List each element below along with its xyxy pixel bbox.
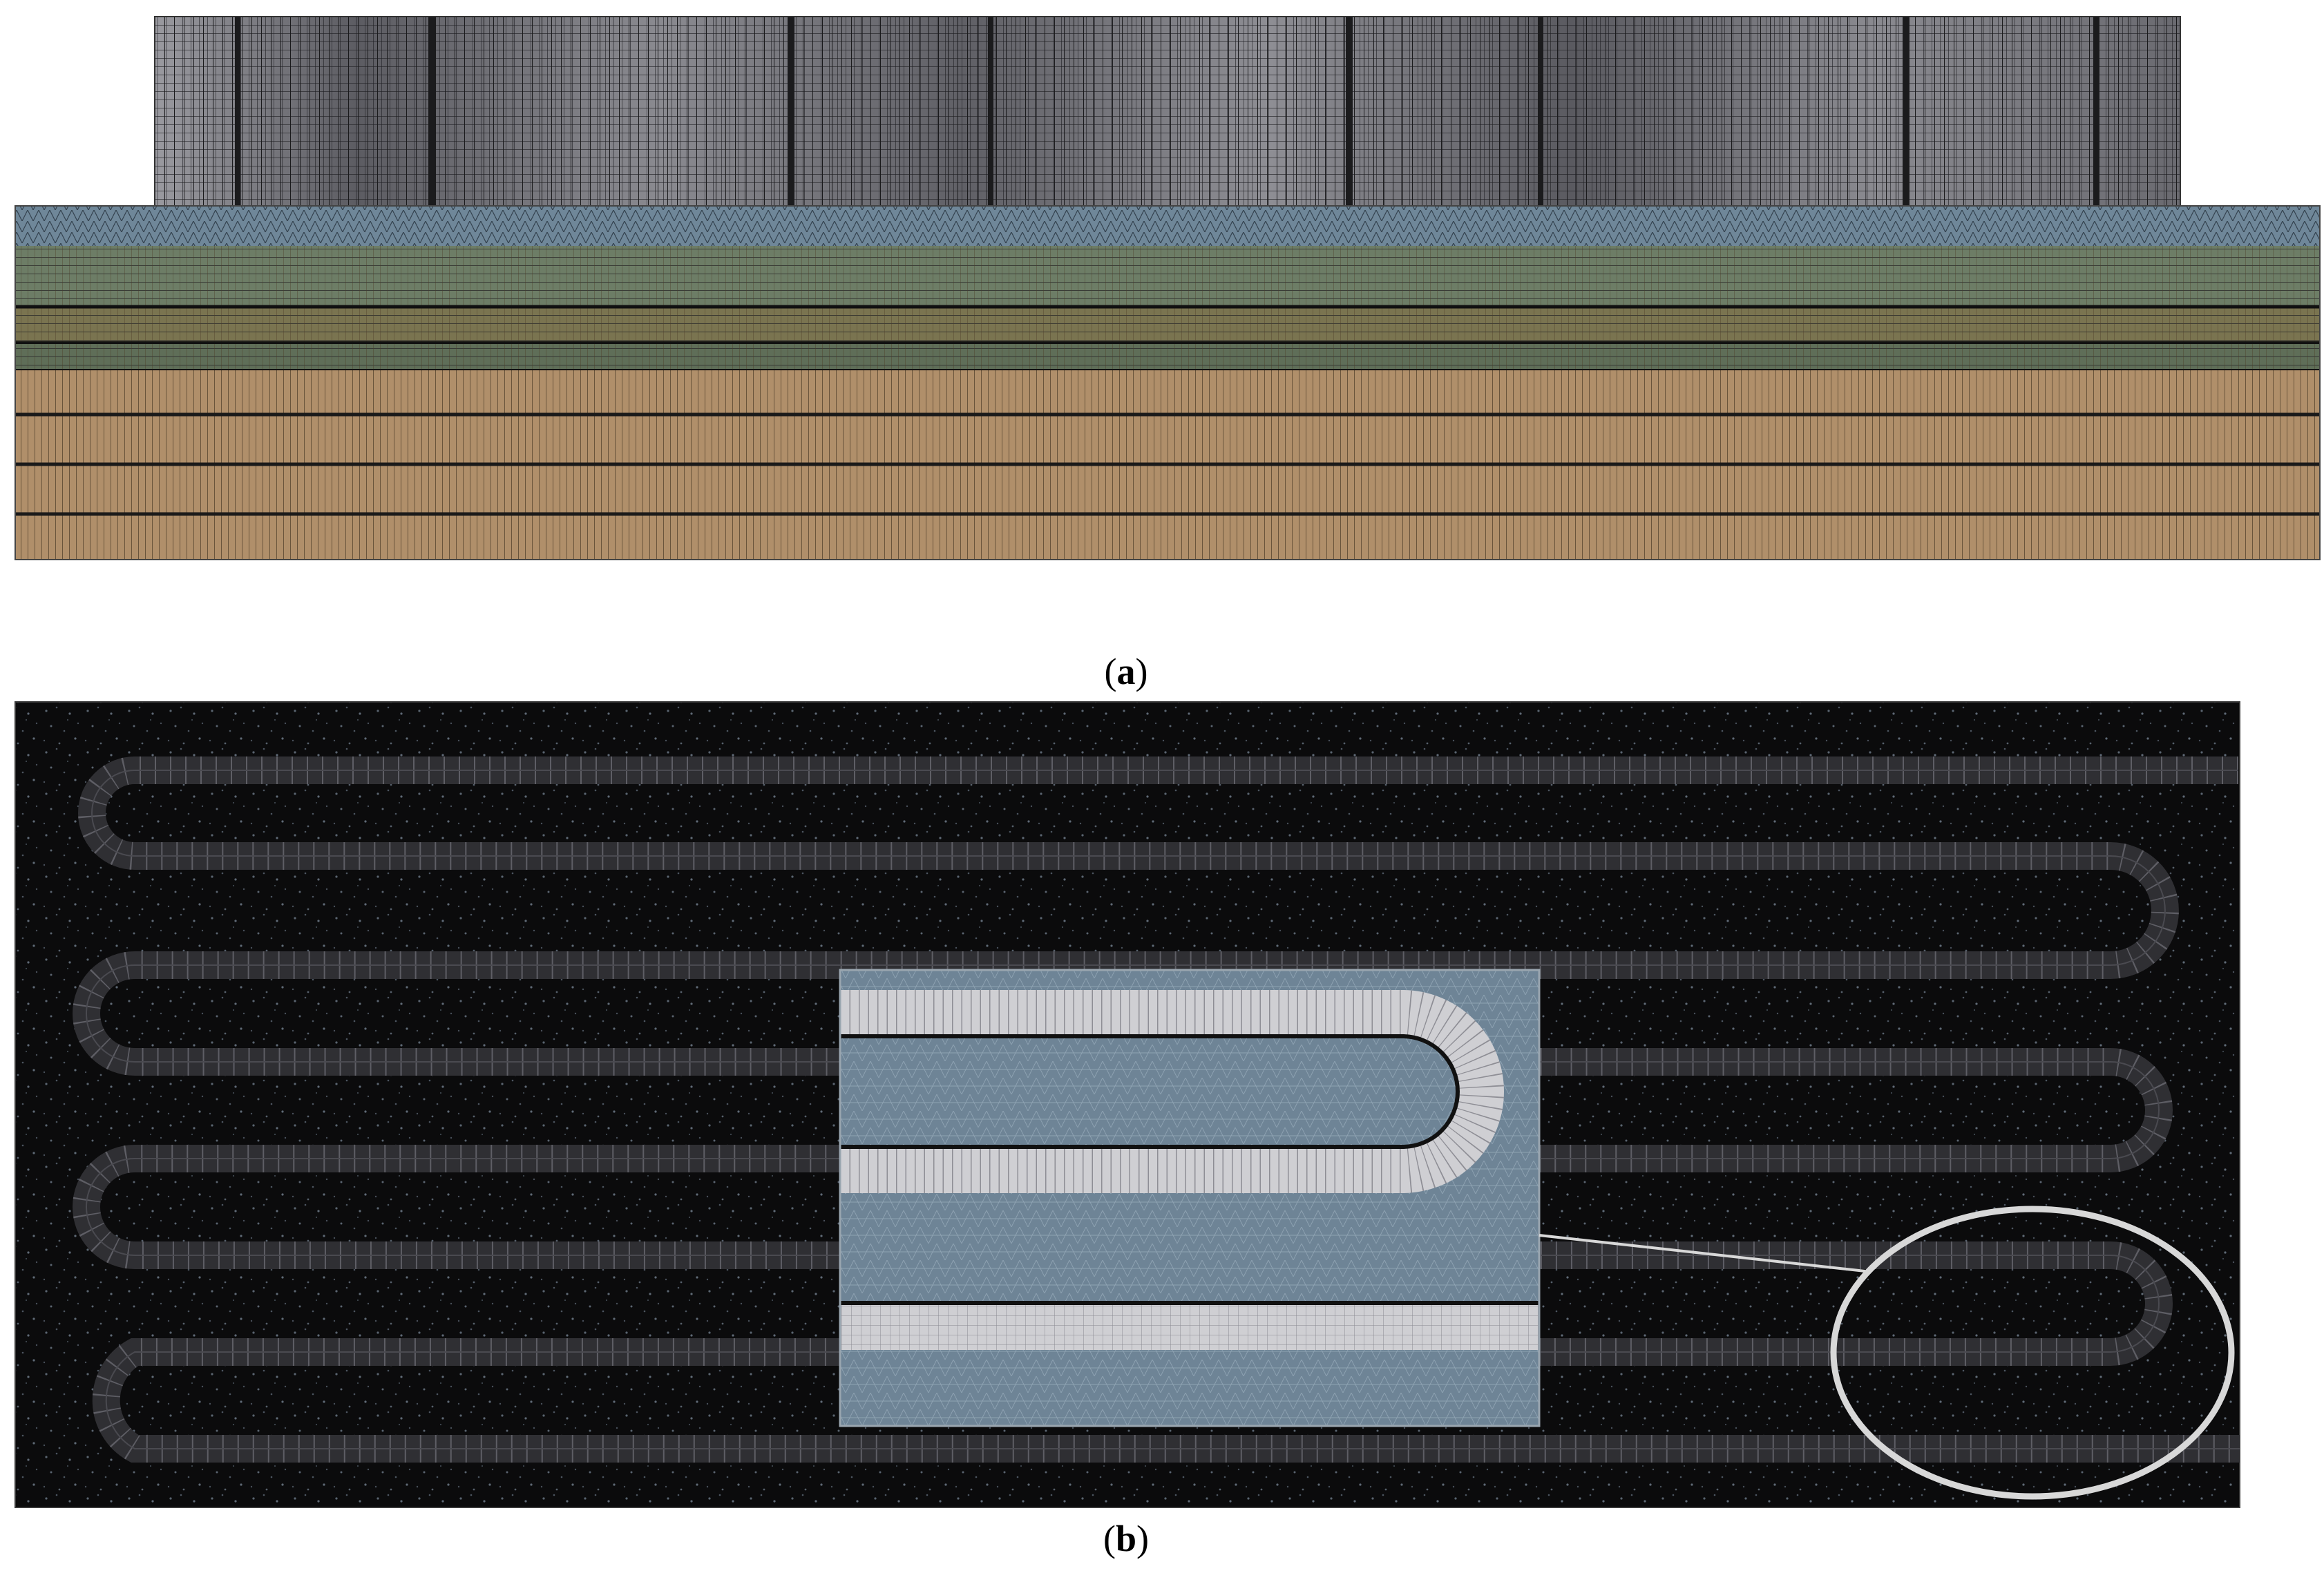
- serpentine-pipe: [73, 756, 2240, 1463]
- zoom-inset: [839, 969, 1541, 1427]
- caption-a: (a): [1104, 651, 1148, 692]
- panel-b: [15, 701, 2240, 1508]
- callout-line: [1539, 1234, 1866, 1273]
- ground-layers: [15, 206, 2320, 372]
- caption-b: (b): [1103, 1518, 1149, 1559]
- upper-mesh-block: [154, 16, 2181, 207]
- highlight-ellipse: [1830, 1206, 2235, 1500]
- panel-a: [15, 16, 2321, 560]
- soil-layer: [15, 205, 2321, 560]
